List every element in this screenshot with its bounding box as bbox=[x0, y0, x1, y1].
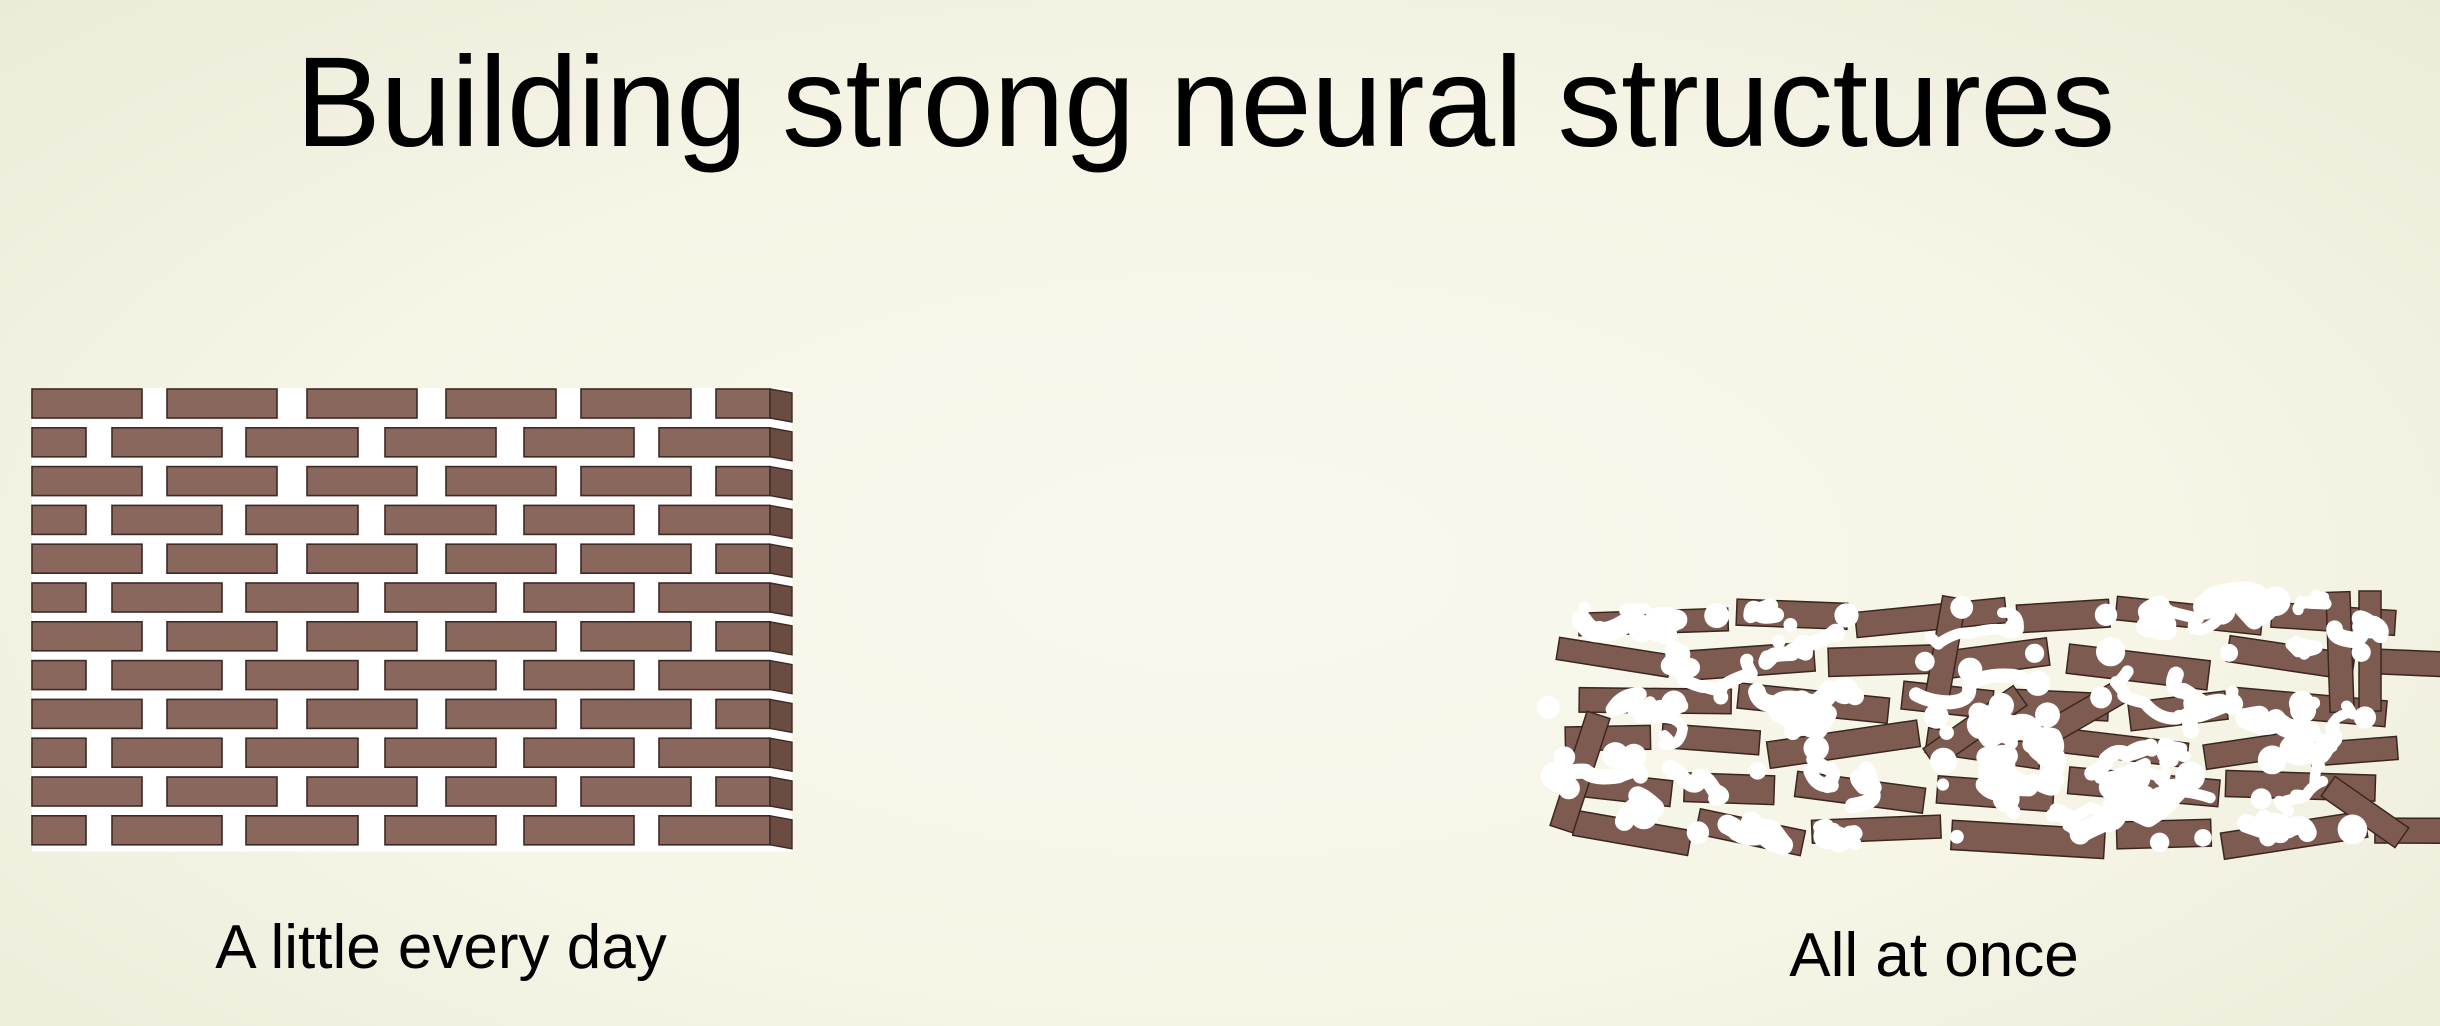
brick bbox=[166, 465, 278, 497]
brick bbox=[306, 465, 418, 497]
brick bbox=[715, 465, 771, 497]
brick bbox=[245, 504, 359, 536]
brick bbox=[523, 814, 635, 846]
brick bbox=[384, 659, 497, 691]
brick bbox=[445, 465, 557, 497]
brick-side-face bbox=[769, 659, 793, 695]
brick bbox=[658, 814, 771, 846]
brick bbox=[31, 737, 87, 769]
brick bbox=[31, 814, 87, 846]
brick bbox=[445, 698, 557, 730]
brick bbox=[658, 737, 771, 769]
mortar-blobs bbox=[1536, 581, 2389, 855]
brick bbox=[111, 814, 223, 846]
brick bbox=[245, 582, 359, 613]
caption-all-at-once: All at once bbox=[1789, 921, 2079, 990]
brick bbox=[384, 814, 497, 846]
brick bbox=[523, 504, 635, 536]
brick bbox=[445, 388, 557, 419]
brick bbox=[31, 659, 87, 691]
messy-brick-pile bbox=[1536, 581, 2440, 861]
brick bbox=[1765, 719, 1922, 770]
brick-side-face bbox=[769, 388, 793, 423]
brick bbox=[658, 504, 771, 536]
slide-title: Building strong neural structures bbox=[295, 31, 2115, 174]
brick bbox=[2325, 590, 2355, 714]
brick bbox=[658, 426, 771, 458]
brick bbox=[306, 620, 418, 652]
brick bbox=[31, 620, 143, 652]
brick bbox=[306, 543, 418, 575]
brick bbox=[31, 582, 87, 613]
brick-side-face bbox=[769, 620, 793, 656]
brick-side-face bbox=[769, 814, 793, 850]
brick bbox=[580, 776, 692, 807]
brick bbox=[523, 426, 635, 458]
brick bbox=[715, 620, 771, 652]
brick bbox=[715, 776, 771, 807]
brick-side-face bbox=[769, 582, 793, 617]
brick bbox=[31, 543, 143, 575]
brick bbox=[31, 465, 143, 497]
brick-side-face bbox=[769, 543, 793, 579]
brick bbox=[166, 543, 278, 575]
brick-side-face bbox=[769, 776, 793, 811]
brick bbox=[715, 698, 771, 730]
brick bbox=[445, 620, 557, 652]
brick bbox=[31, 504, 87, 536]
brick bbox=[306, 698, 418, 730]
brick bbox=[658, 582, 771, 613]
brick bbox=[384, 737, 497, 769]
brick bbox=[523, 659, 635, 691]
brick bbox=[31, 698, 143, 730]
brick bbox=[306, 388, 418, 419]
brick bbox=[2065, 643, 2212, 691]
brick bbox=[384, 504, 497, 536]
brick bbox=[523, 737, 635, 769]
brick bbox=[31, 776, 143, 807]
brick-side-face bbox=[769, 504, 793, 540]
brick bbox=[715, 388, 771, 419]
caption-little-every-day: A little every day bbox=[215, 913, 667, 982]
brick bbox=[111, 659, 223, 691]
brick bbox=[580, 698, 692, 730]
brick bbox=[523, 582, 635, 613]
brick bbox=[445, 543, 557, 575]
brick bbox=[111, 504, 223, 536]
brick bbox=[111, 426, 223, 458]
brick bbox=[445, 776, 557, 807]
brick bbox=[715, 543, 771, 575]
brick bbox=[31, 388, 143, 419]
brick bbox=[1555, 636, 1673, 678]
brick bbox=[166, 776, 278, 807]
brick bbox=[384, 426, 497, 458]
brick bbox=[580, 388, 692, 419]
brick bbox=[580, 620, 692, 652]
neat-brick-wall bbox=[31, 388, 793, 852]
brick bbox=[580, 543, 692, 575]
brick bbox=[306, 776, 418, 807]
brick-side-face bbox=[769, 465, 793, 501]
brick-side-face bbox=[769, 426, 793, 462]
brick bbox=[245, 737, 359, 769]
brick bbox=[384, 582, 497, 613]
brick-side-face bbox=[769, 737, 793, 773]
brick bbox=[245, 814, 359, 846]
brick bbox=[658, 659, 771, 691]
brick bbox=[166, 698, 278, 730]
brick bbox=[111, 582, 223, 613]
brick bbox=[111, 737, 223, 769]
brick bbox=[166, 620, 278, 652]
brick bbox=[245, 659, 359, 691]
brick bbox=[580, 465, 692, 497]
brick bbox=[31, 426, 87, 458]
brick bbox=[245, 426, 359, 458]
brick-side-face bbox=[769, 698, 793, 734]
brick bbox=[166, 388, 278, 419]
